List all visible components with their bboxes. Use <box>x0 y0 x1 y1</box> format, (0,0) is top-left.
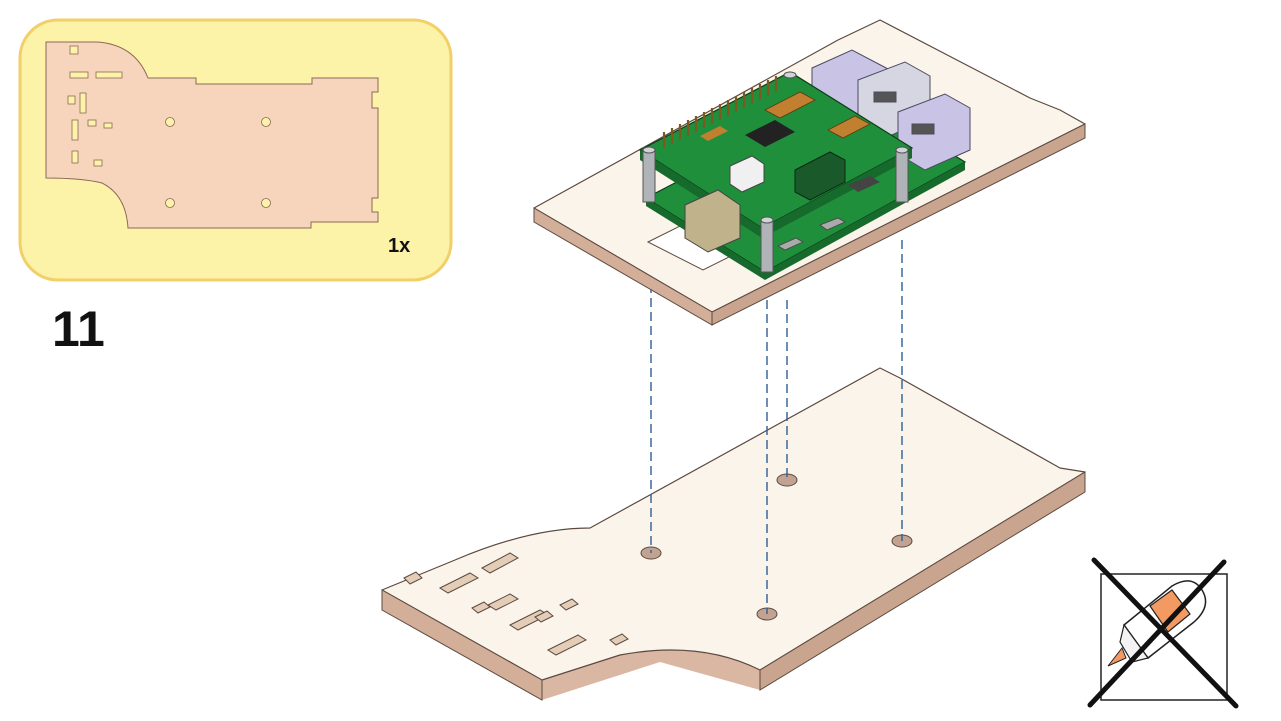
no-glue-icon <box>1087 557 1239 709</box>
inductor <box>729 155 765 193</box>
gpio-header <box>662 76 778 148</box>
electronics-stack <box>638 49 971 280</box>
prohibited-cross-icon <box>1087 557 1239 709</box>
part-quantity: 1x <box>388 235 410 257</box>
step-number: 11 <box>52 301 105 357</box>
terminal-block <box>794 151 846 201</box>
standoffs <box>642 71 909 273</box>
base-plate-part <box>45 41 379 229</box>
lower-base-plate <box>381 367 1086 701</box>
part-preview-panel: 1x <box>18 18 453 282</box>
alignment-guides <box>650 240 903 614</box>
usb-ports <box>811 49 971 171</box>
